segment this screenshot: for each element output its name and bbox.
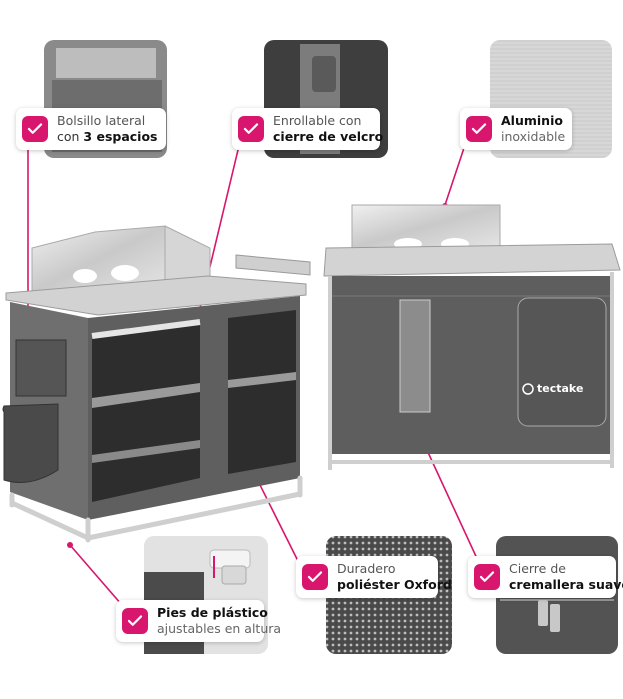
- checkmark-icon: [238, 116, 264, 142]
- feature-label: Cierre de cremallera suave: [509, 561, 623, 593]
- feature-line2-pre: con: [57, 129, 84, 144]
- callout-pies: Pies de plástico ajustables en altura: [116, 600, 281, 642]
- feature-line2-bold: 3 espacios: [83, 129, 158, 144]
- feature-line1-bold: Aluminio: [501, 113, 563, 128]
- callout-velcro: Enrollable con cierre de velcro: [232, 108, 383, 150]
- feature-line1: Pies de plástico: [157, 605, 281, 621]
- feature-label: Bolsillo lateral con 3 espacios: [57, 113, 158, 145]
- checkmark-icon: [22, 116, 48, 142]
- feature-line2: cierre de velcro: [273, 129, 383, 145]
- feature-label: Aluminio inoxidable: [501, 113, 565, 145]
- feature-line2-bold: poliéster Oxford: [337, 577, 452, 592]
- right-cabinet: [323, 204, 621, 470]
- feature-line1: Cierre de: [509, 561, 566, 576]
- tectake-logo-icon: [522, 383, 534, 395]
- feature-line2-bold: cierre de velcro: [273, 129, 384, 144]
- feature-line2-bold: cremallera suave: [509, 577, 623, 592]
- feature-label: Pies de plástico ajustables en altura: [157, 605, 281, 637]
- feature-line1: Bolsillo lateral: [57, 113, 146, 128]
- callout-oxford: Duradero poliéster Oxford: [296, 556, 452, 598]
- feature-label: Enrollable con cierre de velcro: [273, 113, 383, 145]
- feature-line1-bold: Pies de plástico: [157, 605, 268, 620]
- left-cabinet: [2, 225, 311, 543]
- feature-label: Duradero poliéster Oxford: [337, 561, 452, 593]
- feature-line2: ajustables en altura: [157, 621, 282, 636]
- callout-bolsillo: Bolsillo lateral con 3 espacios: [16, 108, 166, 150]
- checkmark-icon: [466, 116, 492, 142]
- checkmark-icon: [474, 564, 500, 590]
- checkmark-icon: [302, 564, 328, 590]
- checkmark-icon: [122, 608, 148, 634]
- feature-line1: Aluminio: [501, 113, 565, 129]
- feature-line2: con 3 espacios: [57, 129, 158, 145]
- feature-line1: Enrollable con: [273, 113, 362, 128]
- brand-label: tectake: [537, 382, 584, 395]
- feature-line1: Duradero: [337, 561, 396, 576]
- feature-line2: cremallera suave: [509, 577, 623, 593]
- callout-cremallera: Cierre de cremallera suave: [468, 556, 623, 598]
- feature-line2: inoxidable: [501, 129, 566, 144]
- callout-aluminio: Aluminio inoxidable: [460, 108, 572, 150]
- feature-line2: poliéster Oxford: [337, 577, 452, 593]
